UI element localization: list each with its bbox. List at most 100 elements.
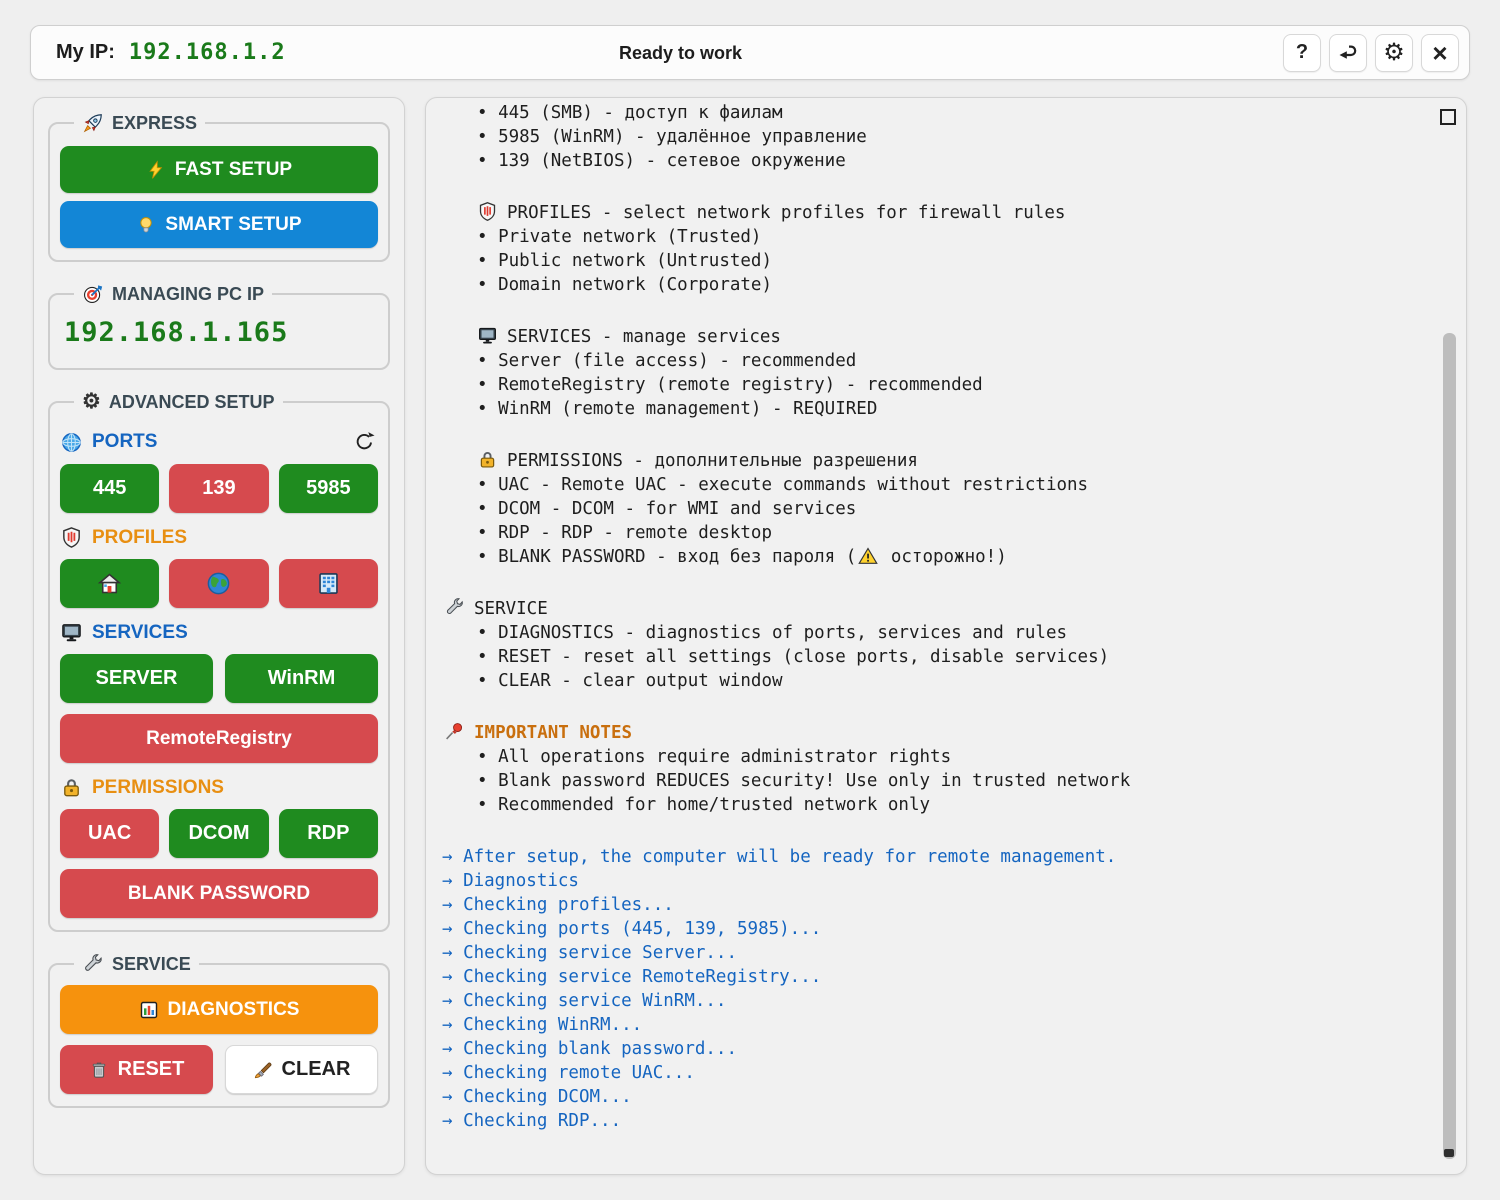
lock-icon [477,449,498,470]
port-139-button[interactable]: 139 [169,464,269,513]
profiles-row [60,559,378,608]
output-console: • 445 (SMB) - доступ к фаилам • 5985 (Wi… [425,97,1467,1175]
house-icon [96,570,123,597]
console-line: • Public network (Untrusted) [477,251,773,271]
help-button[interactable]: ? [1283,33,1321,72]
blank-password-button[interactable]: BLANK PASSWORD [60,869,378,918]
target-icon [82,283,104,305]
console-line: → Checking ports (445, 139, 5985)... [442,919,822,939]
globe-icon [60,431,83,454]
warning-icon [858,546,878,566]
rocket-icon [82,112,104,134]
topbar-buttons: ? ⚙ × [1283,33,1459,72]
profile-private-button[interactable] [60,559,160,608]
console-scrollbar-thumb[interactable] [1443,333,1456,1159]
service-group-title: SERVICE [74,953,199,975]
ports-row: 445 139 5985 [60,464,378,513]
monitor-icon [60,621,83,644]
wrench-icon [82,953,104,975]
profile-public-button[interactable] [169,559,269,608]
popout-icon[interactable] [1440,109,1456,125]
service-remoteregistry-button[interactable]: RemoteRegistry [60,714,378,763]
managing-ip-value[interactable]: 192.168.1.165 [64,317,289,348]
console-line: → Checking service Server... [442,943,738,963]
fast-setup-button[interactable]: FAST SETUP [60,146,378,193]
console-line: • UAC - Remote UAC - execute commands wi… [477,475,1089,495]
monitor-icon [477,325,498,346]
console-line: → Checking WinRM... [442,1015,643,1035]
trash-icon [89,1060,109,1080]
clear-button[interactable]: CLEAR [225,1045,378,1094]
profile-domain-button[interactable] [278,559,378,608]
permissions-row: UAC DCOM RDP [60,809,378,858]
service-winrm-button[interactable]: WinRM [225,654,378,703]
brush-icon [253,1060,273,1080]
console-line: → Checking profiles... [442,895,674,915]
console-line: IMPORTANT NOTES [442,721,1426,745]
shield-icon [60,526,83,549]
services-header: SERVICES [60,621,376,644]
console-line: → Checking service RemoteRegistry... [442,967,822,987]
console-line: → Checking remote UAC... [442,1063,695,1083]
console-line: • CLEAR - clear output window [477,671,783,691]
console-line: → Checking blank password... [442,1039,738,1059]
console-line: • Blank password REDUCES security! Use o… [477,771,1131,791]
my-ip-label: My IP: [56,41,115,63]
my-ip-value: 192.168.1.2 [128,40,286,65]
console-line: • RemoteRegistry (remote registry) - rec… [477,375,983,395]
permission-rdp-button[interactable]: RDP [278,809,378,858]
refresh-icon [353,430,376,453]
back-button[interactable] [1329,33,1367,72]
status-text: Ready to work [619,43,743,63]
wrench-icon [444,597,465,618]
port-445-button[interactable]: 445 [60,464,160,513]
permission-dcom-button[interactable]: DCOM [169,809,269,858]
permission-uac-button[interactable]: UAC [60,809,160,858]
topbar: My IP: 192.168.1.2 Ready to work ? ⚙ × [30,25,1470,80]
close-icon: × [1432,37,1448,68]
console-line: SERVICES - manage services [442,325,1426,349]
console-line: • 139 (NetBIOS) - сетевое окружение [477,151,846,171]
console-line: • DIAGNOSTICS - diagnostics of ports, se… [477,623,1068,643]
sidebar: EXPRESS FAST SETUP SMART SETUP MANAGING … [33,97,405,1175]
close-button[interactable]: × [1421,33,1459,72]
console-line: • Recommended for home/trusted network o… [477,795,931,815]
permissions-header: PERMISSIONS [60,776,376,799]
console-line: • DCOM - DCOM - for WMI and services [477,499,857,519]
services-row: SERVER WinRM [60,654,378,703]
back-arrow-icon [1336,41,1360,65]
console-line: PROFILES - select network profiles for f… [442,201,1426,225]
console-line: → Checking service WinRM... [442,991,727,1011]
help-icon: ? [1295,41,1309,63]
settings-button[interactable]: ⚙ [1375,33,1413,72]
lightning-icon [146,160,166,180]
advanced-setup-title: ⚙ ADVANCED SETUP [82,390,275,413]
console-line: SERVICE [442,597,1426,621]
console-line: • BLANK PASSWORD - вход без пароля ( ост… [477,546,1007,567]
console-line: → Checking RDP... [442,1111,622,1131]
diagnostics-button[interactable]: DIAGNOSTICS [60,985,378,1034]
building-icon [315,570,342,597]
pin-icon [444,721,465,742]
profiles-header: PROFILES [60,526,376,549]
gear-icon: ⚙ [1383,39,1405,66]
earth-icon [205,570,232,597]
console-line: PERMISSIONS - дополнительные разрешения [442,449,1426,473]
console-line: → Checking DCOM... [442,1087,632,1107]
express-group: EXPRESS FAST SETUP SMART SETUP [48,112,390,262]
reset-clear-row: RESET CLEAR [60,1045,378,1094]
port-5985-button[interactable]: 5985 [278,464,378,513]
managing-ip-group: MANAGING PC IP 192.168.1.165 [48,283,390,370]
reset-button[interactable]: RESET [60,1045,213,1094]
scrollbar-grip-icon [1444,1149,1454,1157]
console-text: • 445 (SMB) - доступ к фаилам • 5985 (Wi… [426,98,1466,1133]
bulb-icon [136,215,156,235]
service-server-button[interactable]: SERVER [60,654,213,703]
smart-setup-button[interactable]: SMART SETUP [60,201,378,248]
console-line: → Diagnostics [442,871,579,891]
console-line: → After setup, the computer will be read… [442,847,1117,867]
console-line: • WinRM (remote management) - REQUIRED [477,399,878,419]
lock-icon [60,776,83,799]
refresh-ports-button[interactable] [352,430,376,454]
console-line: • RESET - reset all settings (close port… [477,647,1110,667]
